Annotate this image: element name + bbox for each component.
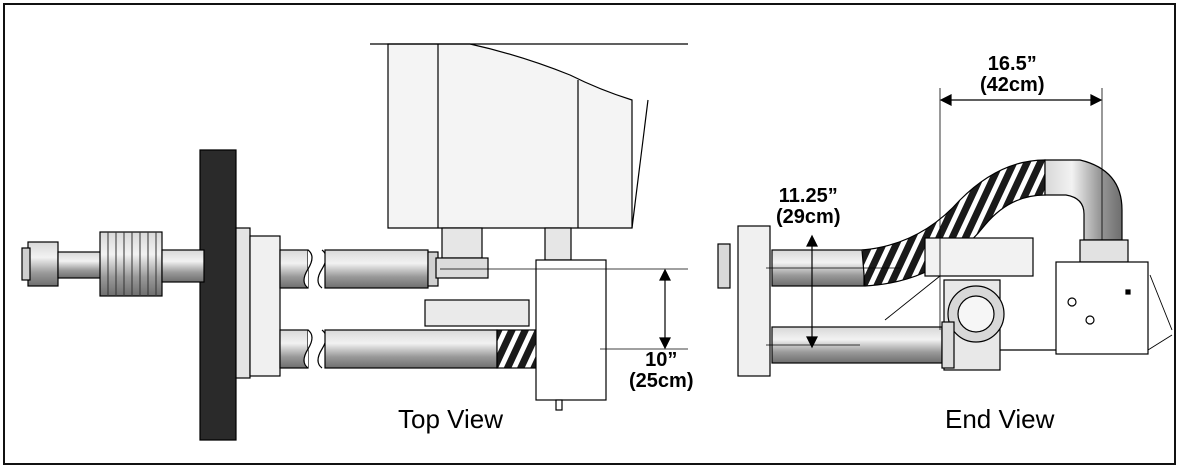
- vent-cap: [27, 241, 59, 287]
- heater-housing: [387, 43, 633, 229]
- wall-thimble: [249, 235, 281, 377]
- dim-end-horizontal-imperial: 16.5”: [987, 53, 1037, 75]
- blower-assembly: [424, 299, 530, 327]
- dim-end-horizontal-metric: (42cm): [980, 74, 1045, 96]
- end-view-title: End View: [945, 404, 1055, 434]
- control-box: [1055, 261, 1149, 355]
- dim-top-spacing-label: 10” (25cm): [629, 350, 693, 392]
- upper-pipe-right: [324, 249, 429, 289]
- top-view-drawing: [21, 43, 688, 441]
- end-elbow: [1044, 159, 1123, 241]
- top-view-title: Top View: [398, 404, 504, 434]
- dim-end-horizontal-label: 16.5” (42cm): [980, 54, 1044, 96]
- dim-end-horizontal: [939, 88, 1103, 330]
- end-view-drawing: [717, 88, 1173, 377]
- lower-pipe-right: [324, 329, 498, 369]
- dim-top-imperial: 10”: [645, 349, 678, 371]
- upper-pipe-left: [279, 249, 309, 289]
- dim-end-vertical-imperial: 11.25”: [778, 185, 838, 207]
- finned-terminal: [99, 231, 163, 297]
- dim-end-vertical-metric: (29cm): [776, 206, 841, 228]
- dim-top-metric: (25cm): [629, 370, 694, 392]
- dim-top-spacing: [440, 268, 688, 350]
- end-wall-plate: [717, 243, 731, 289]
- dim-end-vertical-label: 11.25” (29cm): [776, 186, 840, 228]
- dim-end-vertical: [766, 234, 900, 349]
- wall-section: [199, 149, 237, 441]
